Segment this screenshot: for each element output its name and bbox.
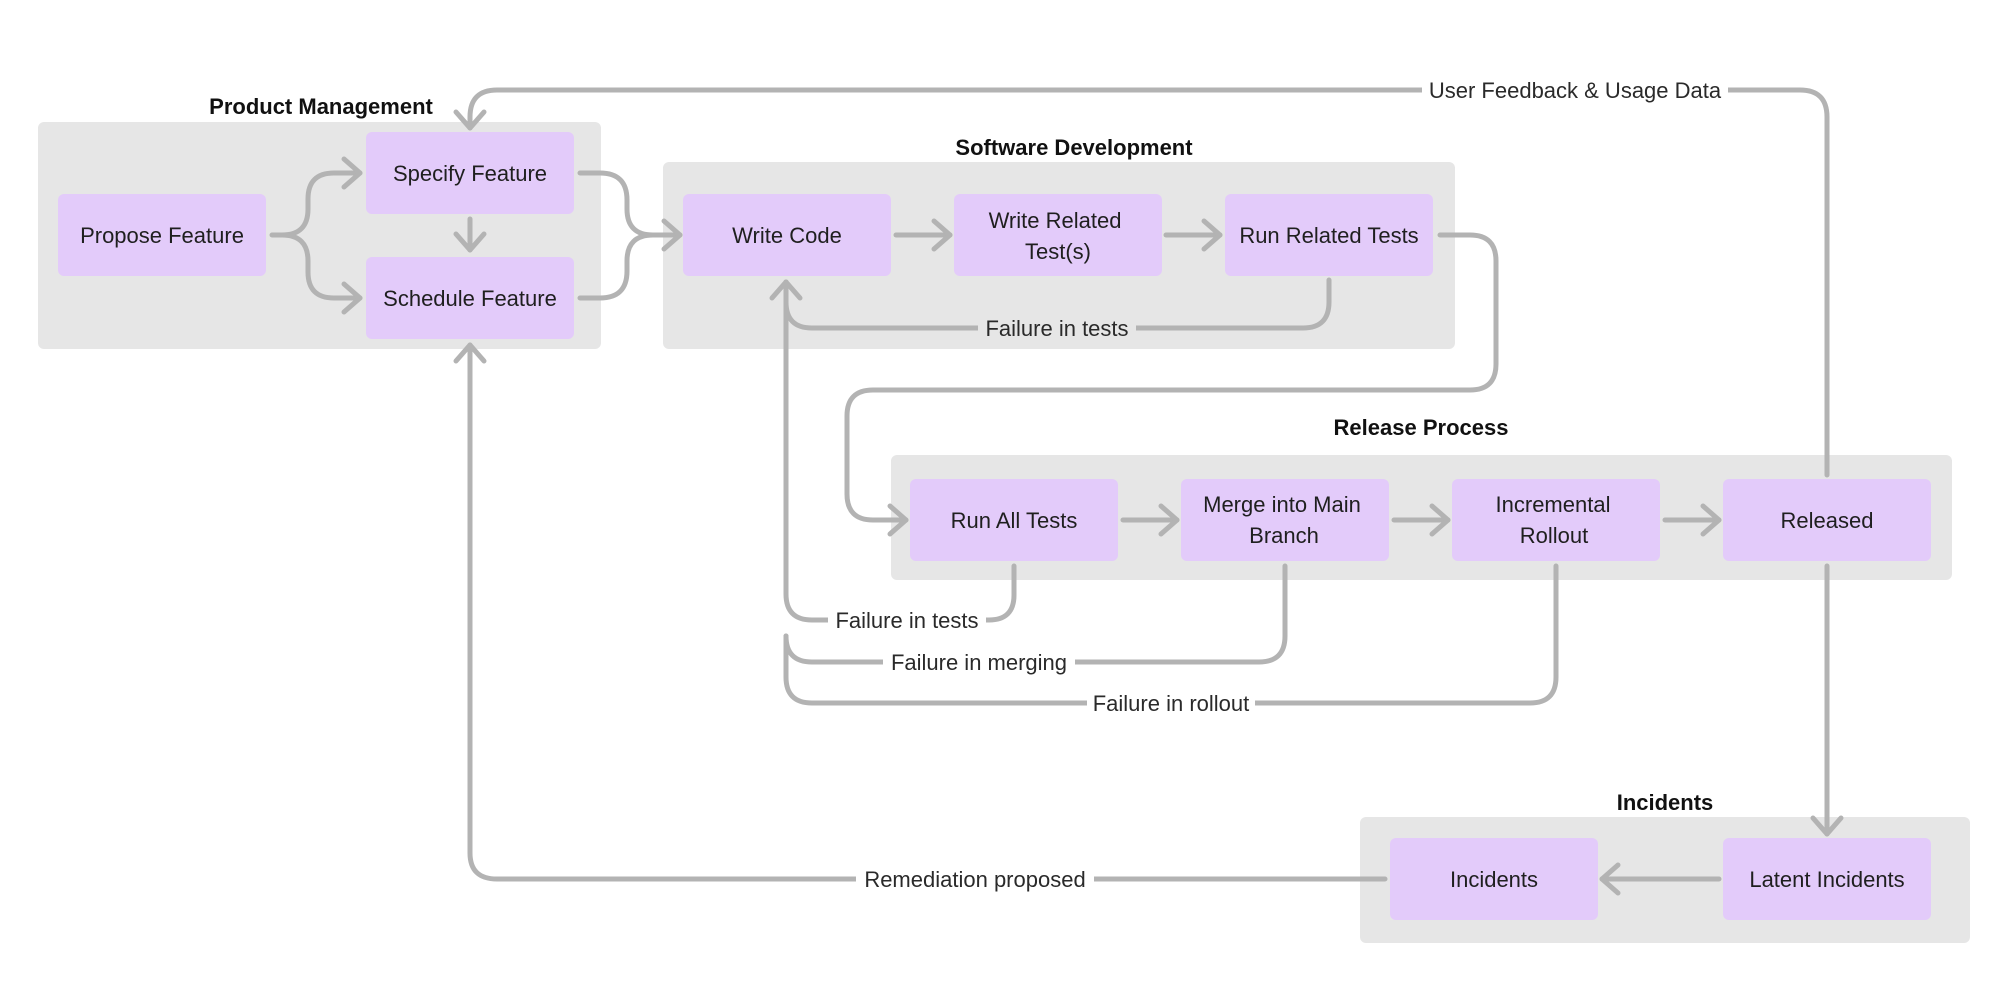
arrow-head	[1158, 503, 1180, 537]
edge-propose-to-specify	[269, 170, 363, 238]
node-released[interactable]: Released	[1723, 479, 1931, 561]
node-label-line1: Merge into Main	[1203, 492, 1361, 517]
node-schedule-feature[interactable]: Schedule Feature	[366, 257, 574, 339]
arrow-head	[661, 218, 683, 252]
edge-run-related-to-run-all	[844, 232, 1499, 523]
arrow-head	[1700, 503, 1722, 537]
node-label-line1: Write Related	[989, 208, 1122, 233]
node-incremental-rollout[interactable]: Incremental Rollout	[1452, 479, 1660, 561]
edge-propose-to-schedule	[279, 232, 363, 301]
node-label-line2: Test(s)	[1025, 239, 1091, 264]
node-label: Run Related Tests	[1239, 223, 1418, 248]
label-failure-related-tests: Failure in tests	[985, 316, 1128, 341]
node-run-related-tests[interactable]: Run Related Tests	[1225, 194, 1433, 276]
group-title-release-process: Release Process	[1334, 415, 1509, 440]
edge-user-feedback	[467, 87, 1830, 478]
arrow-head	[341, 281, 363, 315]
edge-failure-merging	[783, 563, 1288, 665]
node-label-line2: Branch	[1249, 523, 1319, 548]
label-failure-all-tests: Failure in tests	[835, 608, 978, 633]
node-write-related-tests[interactable]: Write Related Test(s)	[954, 194, 1162, 276]
group-title-product-management: Product Management	[209, 94, 433, 119]
node-label: Schedule Feature	[383, 286, 557, 311]
arrow-head	[453, 231, 487, 253]
label-failure-rollout: Failure in rollout	[1093, 691, 1250, 716]
nodes: Propose Feature Specify Feature Schedule…	[58, 132, 1931, 920]
node-run-all-tests[interactable]: Run All Tests	[910, 479, 1118, 561]
node-label-line1: Incremental	[1496, 492, 1611, 517]
group-title-software-development: Software Development	[955, 135, 1193, 160]
node-label: Run All Tests	[951, 508, 1078, 533]
edge-specify-to-write-code	[577, 170, 683, 238]
edge-schedule-to-write-code	[577, 232, 656, 301]
node-label: Incidents	[1450, 867, 1538, 892]
group-title-incidents: Incidents	[1617, 790, 1714, 815]
arrow-head	[453, 342, 487, 364]
arrow-head	[341, 156, 363, 190]
node-label: Latent Incidents	[1749, 867, 1904, 892]
label-remediation: Remediation proposed	[864, 867, 1085, 892]
arrow-head	[887, 503, 909, 537]
node-propose-feature[interactable]: Propose Feature	[58, 194, 266, 276]
node-label: Write Code	[732, 223, 842, 248]
node-label: Released	[1781, 508, 1874, 533]
node-label: Specify Feature	[393, 161, 547, 186]
arrow-head	[1599, 862, 1621, 896]
node-specify-feature[interactable]: Specify Feature	[366, 132, 574, 214]
arrow-head	[1810, 815, 1844, 837]
arrow-head	[1201, 218, 1223, 252]
node-label-line2: Rollout	[1520, 523, 1588, 548]
node-write-code[interactable]: Write Code	[683, 194, 891, 276]
arrow-head	[1429, 503, 1451, 537]
arrow-head	[453, 109, 487, 131]
node-latent-incidents[interactable]: Latent Incidents	[1723, 838, 1931, 920]
arrow-head	[931, 218, 953, 252]
edge-remediation	[467, 342, 1388, 882]
edge-labels: User Feedback & Usage Data Failure in te…	[828, 74, 1728, 895]
node-incidents[interactable]: Incidents	[1390, 838, 1598, 920]
label-user-feedback: User Feedback & Usage Data	[1429, 78, 1722, 103]
node-merge-main[interactable]: Merge into Main Branch	[1181, 479, 1389, 561]
label-failure-merging: Failure in merging	[891, 650, 1067, 675]
node-label: Propose Feature	[80, 223, 244, 248]
